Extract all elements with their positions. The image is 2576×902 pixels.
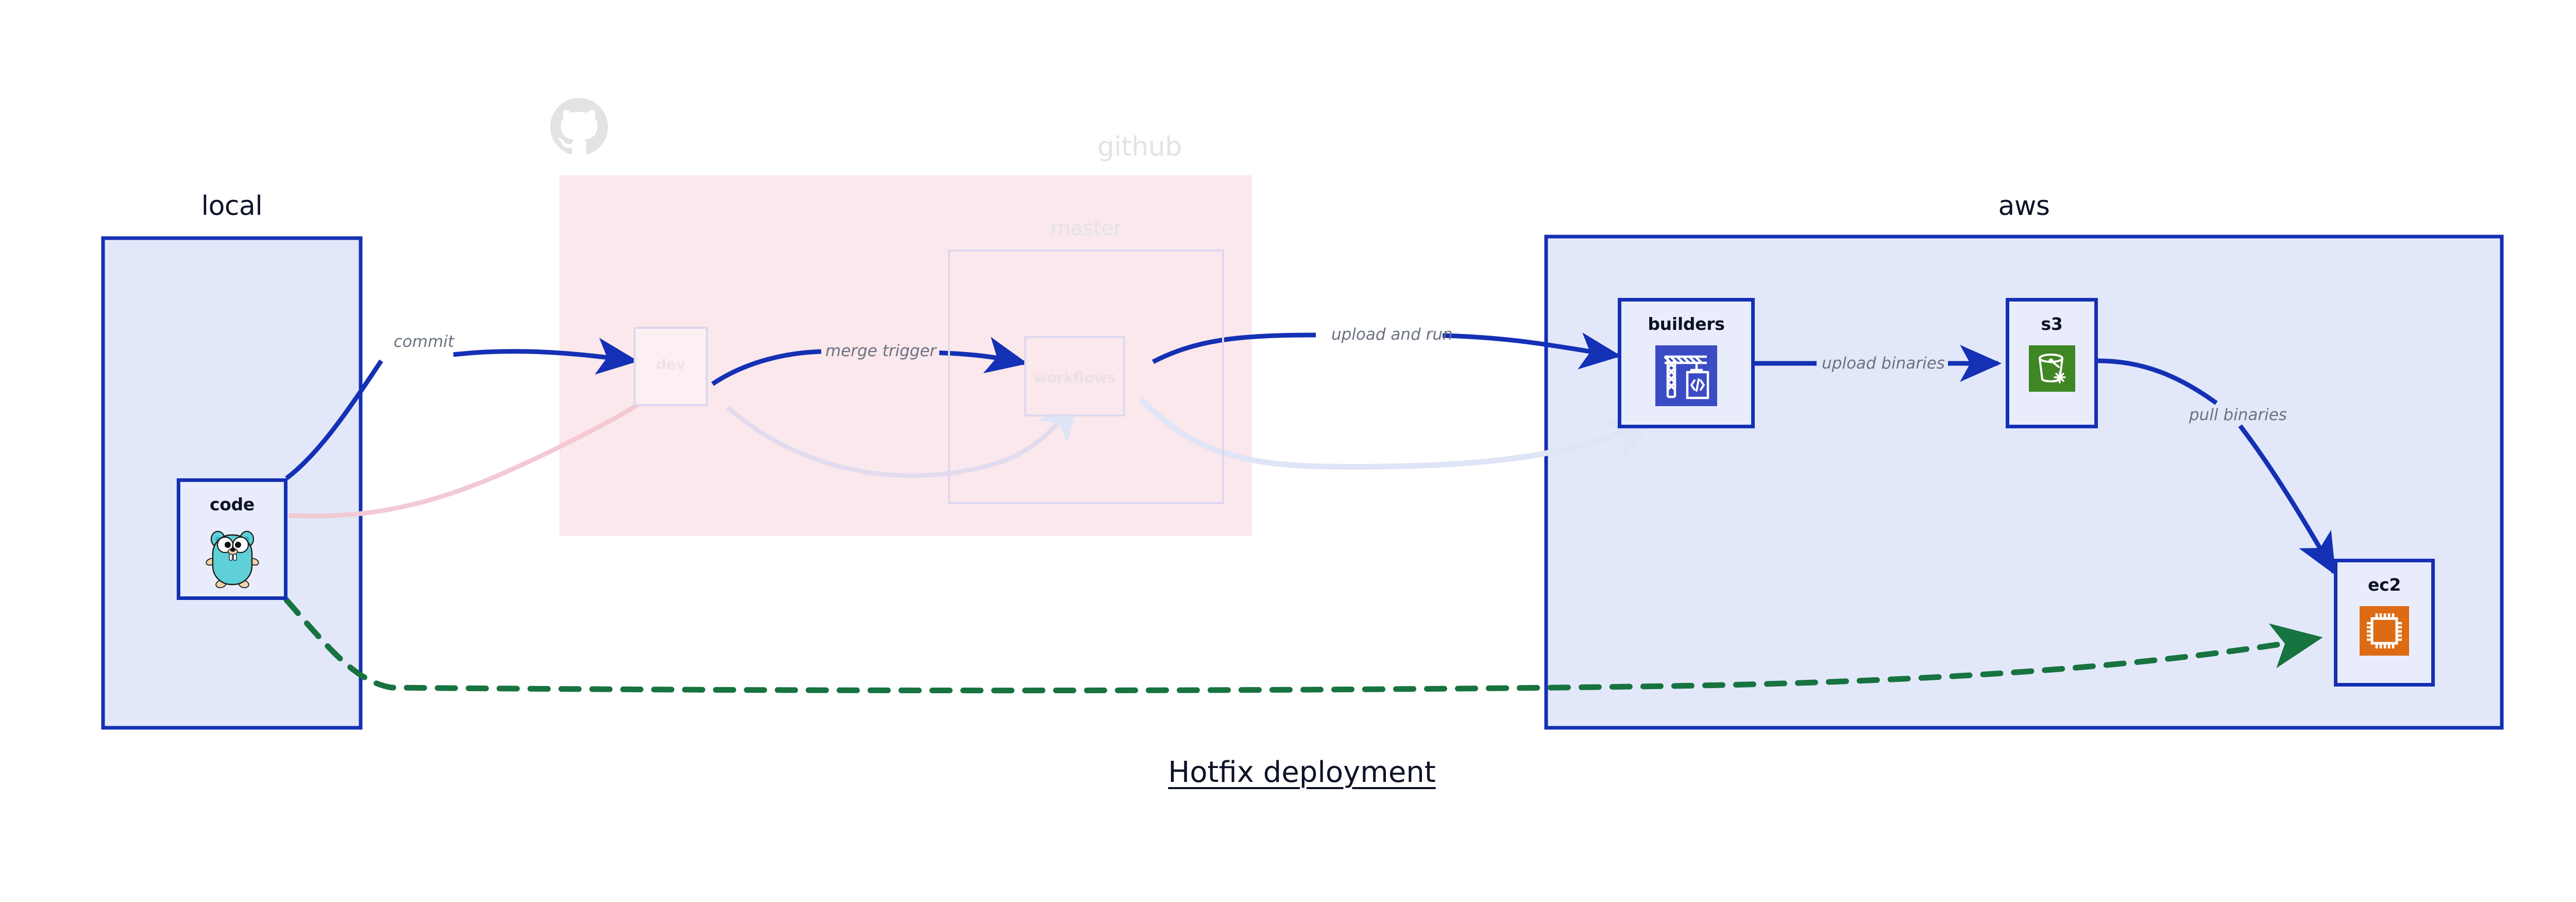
edge-dev-workflows-faded [726, 399, 1079, 478]
github-octocat-icon [550, 98, 608, 158]
ghnode-label-dev: dev [656, 356, 686, 373]
edge-workflows-builders-right [1442, 332, 1622, 370]
edge-label-upload-and-run: upload and run [1331, 325, 1453, 344]
edge-code-dev-right [453, 338, 639, 375]
edge-code-ec2-dashed [283, 597, 2323, 694]
node-title-s3: s3 [2041, 314, 2063, 334]
ghnode-workflows-box [1024, 336, 1125, 416]
node-builders[interactable]: builders [1618, 298, 1755, 428]
region-label-aws: aws [1998, 191, 2050, 222]
aws-builder-icon [1655, 345, 1717, 409]
node-ec2[interactable]: ec2 [2334, 559, 2435, 687]
edge-s3-ec2-lower [2238, 424, 2336, 576]
ghnode-master-box [948, 249, 1224, 504]
ghnode-dev-box [634, 327, 708, 406]
node-s3[interactable]: s3 [2006, 298, 2098, 428]
diagram-title: Hotfix deployment [1168, 756, 1436, 789]
ghnode-label-workflows: workflows [1033, 369, 1116, 386]
edge-label-merge-trigger: merge trigger [822, 341, 940, 361]
node-title-code: code [209, 494, 255, 514]
edge-code-dev-left [285, 359, 383, 480]
edge-workflows-builders-faded [1139, 397, 1658, 470]
region-label-github: github [1097, 131, 1182, 162]
node-code[interactable]: code [177, 478, 287, 600]
edge-label-commit: commit [394, 332, 454, 351]
edge-s3-ec2-upper [2097, 358, 2218, 405]
edge-workflows-builders-left [1151, 332, 1316, 364]
ghnode-label-master: master [1050, 216, 1122, 240]
edge-dev-workflows-left [711, 349, 822, 386]
region-label-local: local [201, 191, 263, 222]
node-title-ec2: ec2 [2367, 575, 2401, 595]
aws-s3-icon [2028, 345, 2075, 394]
edge-label-pull-binaries: pull binaries [2186, 405, 2290, 425]
edge-label-upload-binaries: upload binaries [1819, 354, 1948, 373]
node-title-builders: builders [1648, 314, 1725, 334]
aws-ec2-icon [2360, 606, 2409, 658]
go-gopher-icon [205, 526, 260, 592]
